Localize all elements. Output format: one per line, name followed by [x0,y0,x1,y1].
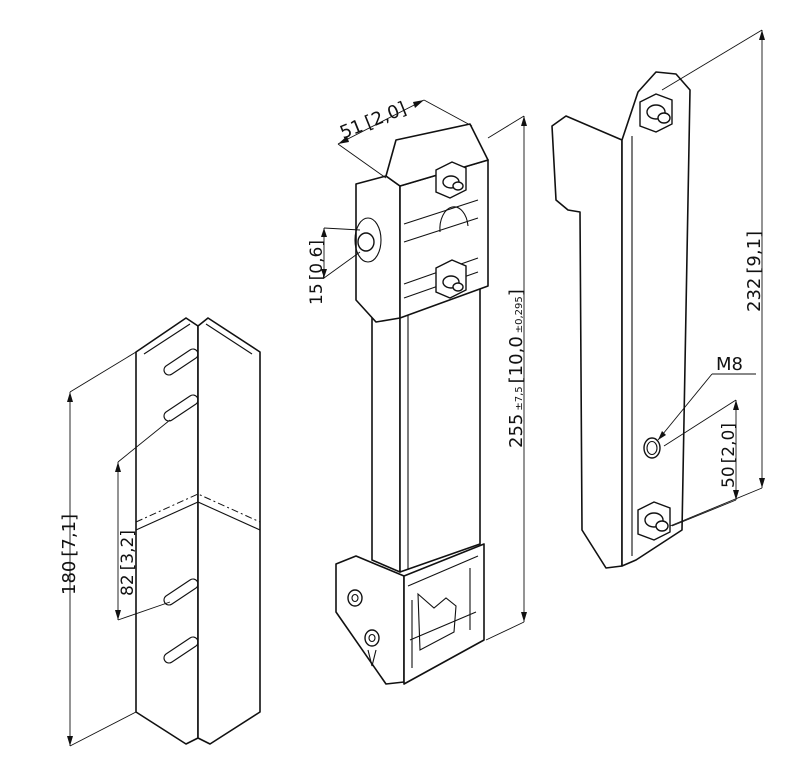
main-bracket [335,123,489,685]
dim-bolt-offset-label: 50[2,0] [719,423,739,488]
bottom-latch [417,592,457,651]
angle-bracket [135,317,261,745]
dim-bracket-height [661,29,765,527]
top-housing-slot [439,206,469,233]
wall-bolt-bottom [637,501,671,541]
dim-hole-offset [321,227,361,279]
side-hole [354,217,382,263]
bottom-housing-ribs [407,555,479,668]
channel-front-face [399,281,481,573]
top-housing-ribs [403,199,479,299]
wall-bolt-top [639,93,673,133]
angle-slots [163,348,199,664]
top-bolt-upper [435,161,467,199]
dim-bolt-offset [663,399,739,527]
bottom-screws [347,589,380,667]
dim-slot-spacing [115,419,171,621]
top-housing-top [385,123,489,187]
m8-hole [643,437,661,459]
dim-hole-offset-label: 15[0,6] [307,240,327,305]
dim-angle-height-label: 180[7,1] [59,514,80,595]
dim-width-top [337,99,473,179]
angle-top-edge-right [205,323,253,355]
angle-fold-edge [135,501,261,531]
dim-angle-height [67,351,137,747]
dim-bracket-height-label: 232[9,1] [744,231,765,312]
bottom-housing-side [335,555,405,685]
wall-bracket-flange [551,115,623,569]
dim-main-length [485,115,527,641]
top-bolt-lower [435,259,467,299]
angle-left-face [135,317,199,745]
dim-width-top-label: 51[2,0] [337,98,409,144]
dim-slot-spacing-label: 82[3,2] [118,530,138,596]
channel-left-face [371,299,401,573]
angle-right-face [197,317,261,745]
m8-leader [657,373,756,441]
wall-bracket-face [621,71,691,567]
dim-main-length-label: 255±7,5[10,0±0,295] [506,289,527,448]
bolt-size-label: M8 [716,354,743,375]
wall-bracket [551,71,691,569]
angle-top-edge [143,323,191,355]
